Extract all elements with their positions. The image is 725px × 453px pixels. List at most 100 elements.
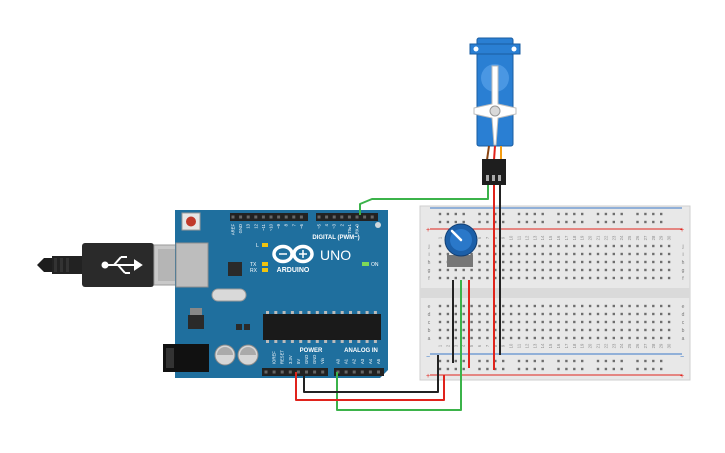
column-label: 21 bbox=[596, 235, 601, 240]
analog-pin-header[interactable] bbox=[334, 368, 384, 376]
column-label: 24 bbox=[619, 235, 624, 240]
pin-label: 2 bbox=[339, 223, 344, 226]
component bbox=[236, 324, 242, 330]
wires[interactable] bbox=[295, 170, 501, 411]
column-label: 25 bbox=[627, 235, 632, 240]
analog-header-label: ANALOG IN bbox=[344, 348, 378, 354]
column-label: 6 bbox=[477, 344, 482, 347]
svg-text:RX: RX bbox=[250, 268, 258, 274]
row-label: j bbox=[681, 244, 683, 250]
usb-port bbox=[175, 242, 209, 288]
column-label: 14 bbox=[540, 235, 545, 240]
column-label: 29 bbox=[659, 343, 664, 348]
voltage-regulator bbox=[188, 308, 204, 329]
column-label: 6 bbox=[477, 236, 482, 239]
knob-indicator-icon bbox=[450, 229, 463, 242]
wire-5v bbox=[295, 372, 445, 401]
column-label: 24 bbox=[619, 343, 624, 348]
pin-label: ~11 bbox=[261, 223, 266, 230]
row-label: a bbox=[682, 336, 685, 342]
column-label: 21 bbox=[596, 343, 601, 348]
column-label: 15 bbox=[548, 235, 553, 240]
status-leds: L TX RX bbox=[250, 243, 268, 274]
pin-label: ~10 bbox=[269, 223, 274, 231]
svg-text:ON: ON bbox=[371, 262, 379, 268]
column-label: 3 bbox=[453, 344, 458, 347]
row-label: g bbox=[428, 268, 431, 274]
digital-header-label: DIGITAL (PWM~) bbox=[312, 235, 359, 241]
model-label: UNO bbox=[320, 247, 351, 263]
svg-text:L: L bbox=[256, 243, 259, 249]
column-label: 18 bbox=[572, 343, 577, 348]
pin-label: 4 bbox=[324, 223, 329, 226]
potentiometer[interactable] bbox=[444, 223, 478, 267]
row-label: g bbox=[682, 268, 685, 274]
column-label: 29 bbox=[659, 235, 664, 240]
pin-label: A5 bbox=[376, 358, 381, 364]
column-label: 5 bbox=[469, 344, 474, 347]
row-label: e bbox=[428, 304, 431, 310]
pin-label: A0 bbox=[336, 358, 341, 364]
row-label: f bbox=[682, 276, 684, 282]
pin-label: ~5 bbox=[317, 223, 322, 228]
power-jack[interactable] bbox=[163, 344, 209, 372]
column-label: 26 bbox=[635, 235, 640, 240]
usb-symbol-icon bbox=[101, 256, 143, 274]
rail-plus-label: + bbox=[426, 227, 430, 234]
column-label: 1 bbox=[438, 236, 443, 239]
wire-servo-signal bbox=[359, 170, 489, 215]
wire-ground bbox=[303, 355, 439, 393]
row-label: h bbox=[682, 260, 685, 266]
row-label: f bbox=[428, 276, 430, 282]
column-label: 1 bbox=[438, 344, 443, 347]
column-label: 7 bbox=[485, 236, 490, 239]
pin-label: ~3 bbox=[332, 223, 337, 228]
column-label: 22 bbox=[603, 343, 608, 348]
column-label: 30 bbox=[667, 343, 672, 348]
pin-label: 13 bbox=[246, 223, 251, 228]
pin-label: A2 bbox=[352, 358, 357, 364]
reset-button[interactable] bbox=[181, 212, 201, 231]
servo-connector[interactable] bbox=[482, 159, 506, 185]
column-label: 17 bbox=[564, 235, 569, 240]
digital-pin-header[interactable] bbox=[230, 213, 378, 221]
pin-label: AREF bbox=[231, 224, 236, 236]
row-label: b bbox=[428, 328, 431, 334]
capacitors bbox=[214, 344, 259, 366]
row-label: i bbox=[682, 252, 683, 258]
pin-label: 8 bbox=[284, 223, 289, 226]
breadboard-column-labels: 1122334455667788991010111112121313141415… bbox=[438, 235, 672, 348]
column-label: 23 bbox=[611, 343, 616, 348]
column-label: 27 bbox=[643, 343, 648, 348]
rail-minus-label: − bbox=[680, 354, 684, 361]
column-label: 23 bbox=[611, 235, 616, 240]
servo-motor[interactable] bbox=[469, 37, 521, 185]
component bbox=[244, 324, 250, 330]
on-led: ON bbox=[362, 262, 379, 268]
pin-label: ~6 bbox=[299, 223, 304, 228]
rail-plus-label: + bbox=[680, 227, 684, 234]
column-label: 2 bbox=[445, 344, 450, 347]
column-label: 11 bbox=[517, 343, 522, 348]
column-label: 8 bbox=[493, 344, 498, 347]
column-label: 28 bbox=[651, 235, 656, 240]
pin-label: GND bbox=[312, 355, 317, 364]
pin-label: TX▸1 bbox=[347, 223, 352, 233]
row-label: i bbox=[428, 252, 429, 258]
column-label: 11 bbox=[517, 235, 522, 240]
column-label: 28 bbox=[651, 343, 656, 348]
column-label: 27 bbox=[643, 235, 648, 240]
servo-horn-icon bbox=[473, 65, 517, 146]
column-label: 19 bbox=[580, 235, 585, 240]
column-label: 12 bbox=[524, 343, 529, 348]
row-label: d bbox=[682, 312, 685, 318]
row-label: e bbox=[682, 304, 685, 310]
rail-minus-label: − bbox=[426, 354, 430, 361]
column-label: 9 bbox=[501, 344, 506, 347]
rail-plus-label: + bbox=[680, 373, 684, 380]
